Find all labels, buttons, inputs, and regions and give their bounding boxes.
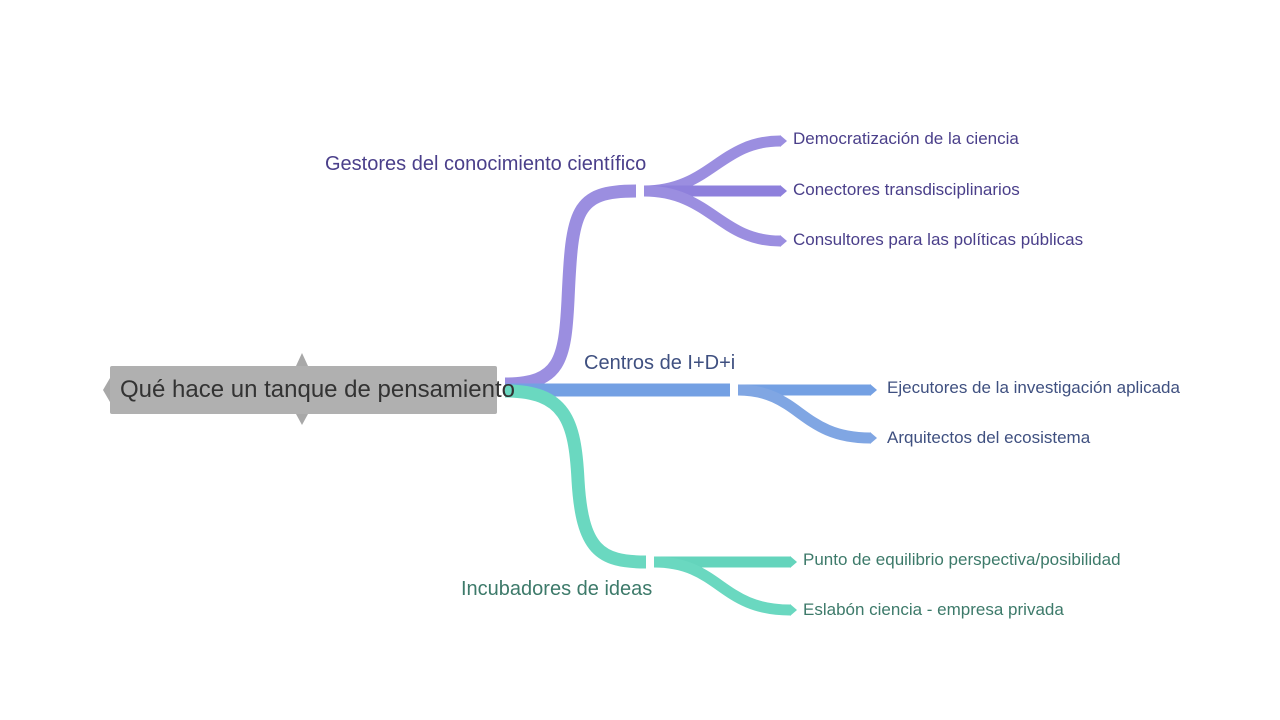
leaf-ejecutores[interactable]: Ejecutores de la investigación aplicada [887, 378, 1180, 397]
arrow-markers [780, 135, 877, 616]
branch-connector-gestores [504, 184, 637, 391]
branch-centros[interactable]: Centros de I+D+i [584, 352, 736, 374]
leaf-democratizacion[interactable]: Democratización de la ciencia [793, 129, 1019, 148]
leaf-eslabon[interactable]: Eslabón ciencia - empresa privada [803, 600, 1064, 619]
leaf-conectores[interactable]: Conectores transdisciplinarios [793, 180, 1020, 199]
leaf-arquitectos[interactable]: Arquitectos del ecosistema [887, 428, 1091, 447]
root-node-label[interactable]: Qué hace un tanque de pensamiento [120, 376, 515, 403]
root-node-shape [103, 353, 497, 425]
leaf-punto-equilibrio[interactable]: Punto de equilibrio perspectiva/posibili… [803, 550, 1121, 569]
leaf-consultores[interactable]: Consultores para las políticas públicas [793, 230, 1084, 249]
branch-incubadores[interactable]: Incubadores de ideas [461, 578, 653, 600]
branch-connector-incubadores [504, 384, 647, 569]
branch-gestores[interactable]: Gestores del conocimiento científico [325, 153, 647, 175]
